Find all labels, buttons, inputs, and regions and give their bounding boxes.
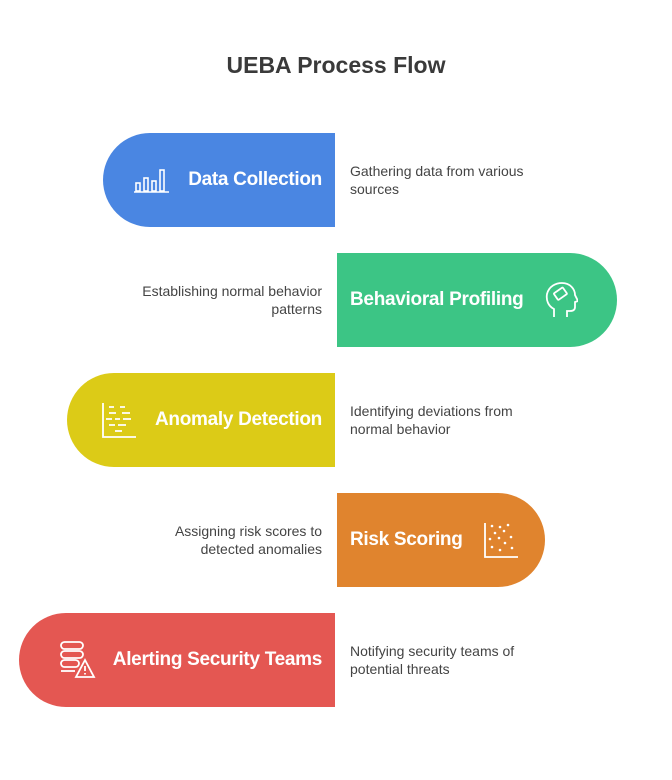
step-label: Alerting Security Teams: [112, 649, 323, 670]
step-description: Identifying deviations from normal behav…: [350, 403, 513, 437]
step-label: Anomaly Detection: [155, 409, 322, 430]
step-label: Behavioral Profiling: [350, 289, 524, 310]
dashed-chart-icon: [99, 400, 139, 440]
step-description: Establishing normal behavior patterns: [142, 283, 322, 317]
step-description: Gathering data from various sources: [350, 163, 524, 197]
step-data-collection: Data Collection: [103, 133, 335, 227]
step-alerting-security-teams: Alerting Security Teams: [19, 613, 335, 707]
step-label: Data Collection: [188, 169, 322, 190]
scatter-plot-icon: [481, 520, 521, 560]
head-profile-icon: [541, 280, 581, 320]
step-description: Assigning risk scores to detected anomal…: [174, 523, 322, 557]
step-risk-scoring: Risk Scoring: [337, 493, 545, 587]
diagram-title: UEBA Process Flow: [226, 52, 446, 78]
bar-chart-icon: [132, 160, 172, 200]
server-alert-icon: [57, 640, 97, 680]
step-behavioral-profiling: Behavioral Profiling: [337, 253, 617, 347]
step-anomaly-detection: Anomaly Detection: [67, 373, 335, 467]
step-description: Notifying security teams of potential th…: [350, 643, 515, 677]
step-label: Risk Scoring: [350, 529, 463, 550]
